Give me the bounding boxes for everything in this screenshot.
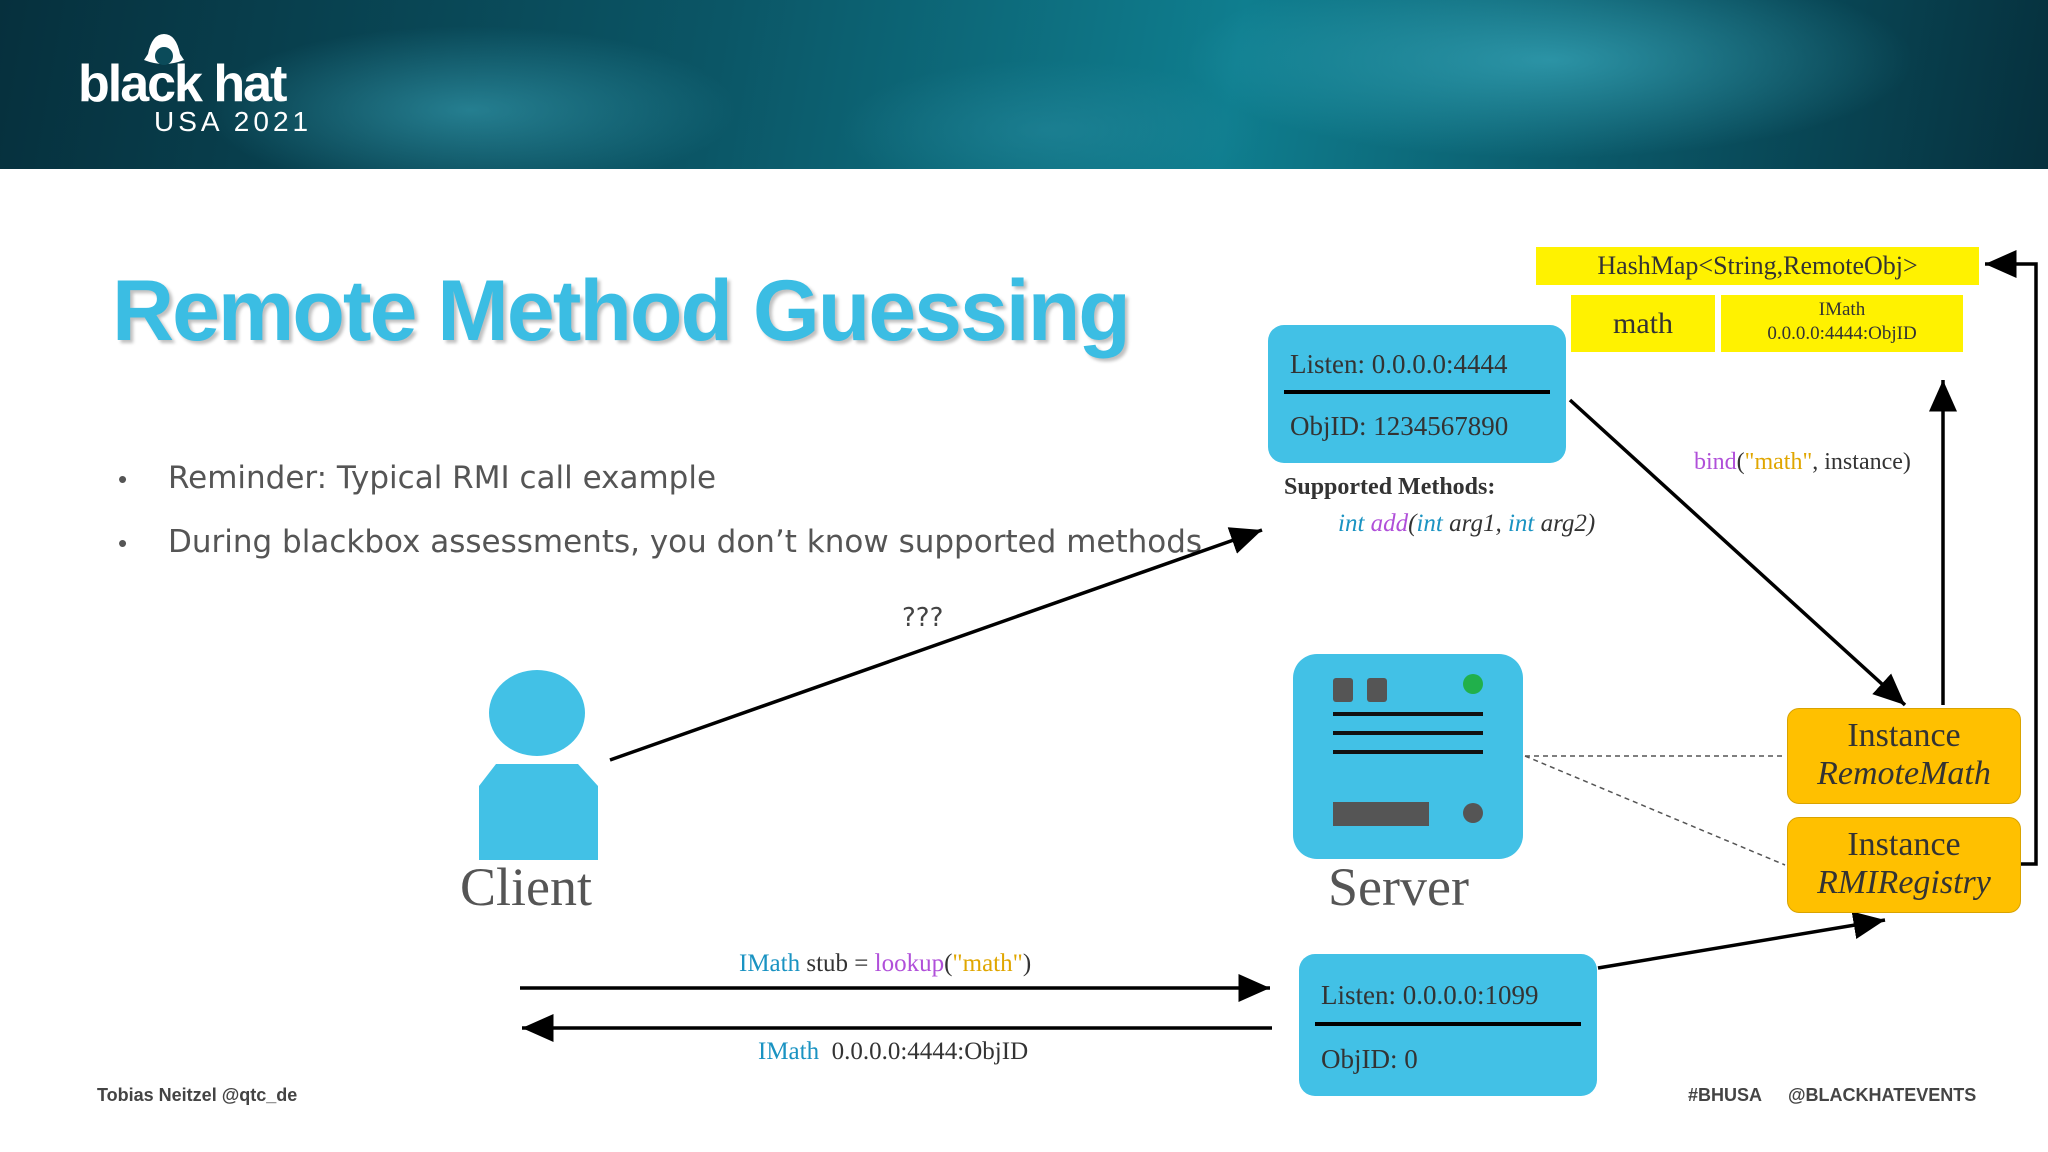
client-to-object-arrow — [609, 527, 1263, 762]
hashmap-key: math — [1571, 295, 1715, 352]
blackhat-logo: black hat — [78, 55, 287, 113]
server-slot-icon — [1367, 678, 1387, 702]
server-slot-icon — [1333, 678, 1353, 702]
client-person-icon — [479, 670, 598, 860]
bind-call: bind("math", instance) — [1694, 449, 1911, 475]
server-line — [1333, 750, 1483, 754]
footer-author: Tobias Neitzel @qtc_de — [97, 1085, 298, 1105]
registry-to-hashmap-arrow — [1985, 250, 2038, 866]
registry-listen-address: Listen: 0.0.0.0:1099 — [1321, 980, 1539, 1010]
server-label: Server — [1328, 857, 1469, 917]
object-listen-address: Listen: 0.0.0.0:4444 — [1290, 349, 1508, 379]
bullet-1: Reminder: Typical RMI call example — [168, 460, 717, 496]
server-line — [1333, 731, 1483, 735]
footer-hashtag: #BHUSA — [1688, 1085, 1763, 1105]
registry-divider — [1315, 1022, 1581, 1026]
server-link-dashed — [1524, 755, 1786, 866]
server-status-led-icon — [1463, 674, 1483, 694]
server-icon — [1293, 654, 1523, 859]
supported-methods-label: Supported Methods: — [1284, 474, 1496, 500]
client-label: Client — [460, 857, 592, 917]
header-banner — [0, 0, 2048, 169]
blackhat-hat-icon — [144, 34, 184, 65]
method-return-type: int — [1338, 510, 1365, 537]
bullet-marker: • — [118, 464, 128, 494]
lookup-call: IMath stub = lookup("math") — [739, 950, 1032, 977]
object-to-remotemath-arrow — [1568, 398, 1907, 707]
method-signature: int add(int arg1, int arg2) — [1338, 510, 1596, 537]
method-name: add — [1370, 510, 1409, 537]
bullet-marker: • — [118, 528, 128, 558]
server-line — [1333, 712, 1483, 716]
footer-handle: @BLACKHATEVENTS — [1788, 1085, 1977, 1105]
hashmap-value-ref: 0.0.0.0:4444:ObjID — [1767, 323, 1917, 344]
unknown-label: ??? — [902, 603, 944, 633]
server-drive-icon — [1333, 802, 1429, 826]
hashmap-value: IMath 0.0.0.0:4444:ObjID — [1721, 295, 1963, 352]
object-divider — [1284, 390, 1550, 394]
server-button-icon — [1463, 803, 1483, 823]
bullet-2: During blackbox assessments, you don’t k… — [168, 524, 1203, 560]
registry-box: Listen: 0.0.0.0:1099 ObjID: 0 — [1299, 954, 1597, 1096]
hashmap-title: HashMap<String,RemoteObj> — [1536, 247, 1979, 285]
instance-rmiregistry: Instance RMIRegistry — [1787, 817, 2021, 913]
slide-title: Remote Method Guessing — [112, 263, 1131, 359]
remote-object-box: Listen: 0.0.0.0:4444 ObjID: 1234567890 — [1268, 325, 1566, 463]
lookup-result: IMath 0.0.0.0:4444:ObjID — [758, 1038, 1029, 1065]
registry-box-to-instance-arrow — [1597, 911, 1886, 970]
event-label: USA 2021 — [154, 106, 313, 137]
object-objid: ObjID: 1234567890 — [1290, 411, 1509, 441]
hashmap-value-type: IMath — [1818, 299, 1866, 320]
instance-remotemath: Instance RemoteMath — [1787, 708, 2021, 804]
registry-objid: ObjID: 0 — [1321, 1044, 1418, 1074]
